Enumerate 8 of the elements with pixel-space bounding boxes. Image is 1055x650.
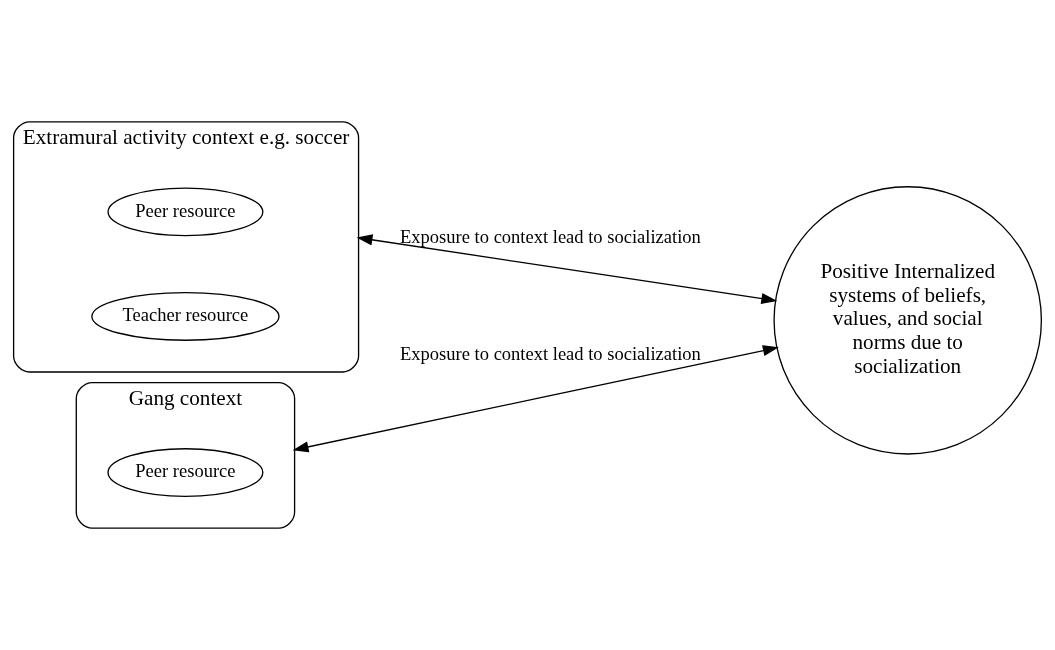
edge-label: Exposure to context lead to socialization xyxy=(400,225,701,247)
arrow xyxy=(292,345,779,453)
node-ellipse: Teacher resource xyxy=(91,291,280,341)
node-ellipse: Peer resource xyxy=(107,187,264,237)
node-ellipse: Peer resource xyxy=(107,448,264,498)
arrow xyxy=(356,234,778,305)
node-circle: Positive Internalized systems of beliefs, values, and social norms due to socialization xyxy=(773,186,1043,455)
edge-label: Exposure to context lead to socialization xyxy=(400,343,701,365)
